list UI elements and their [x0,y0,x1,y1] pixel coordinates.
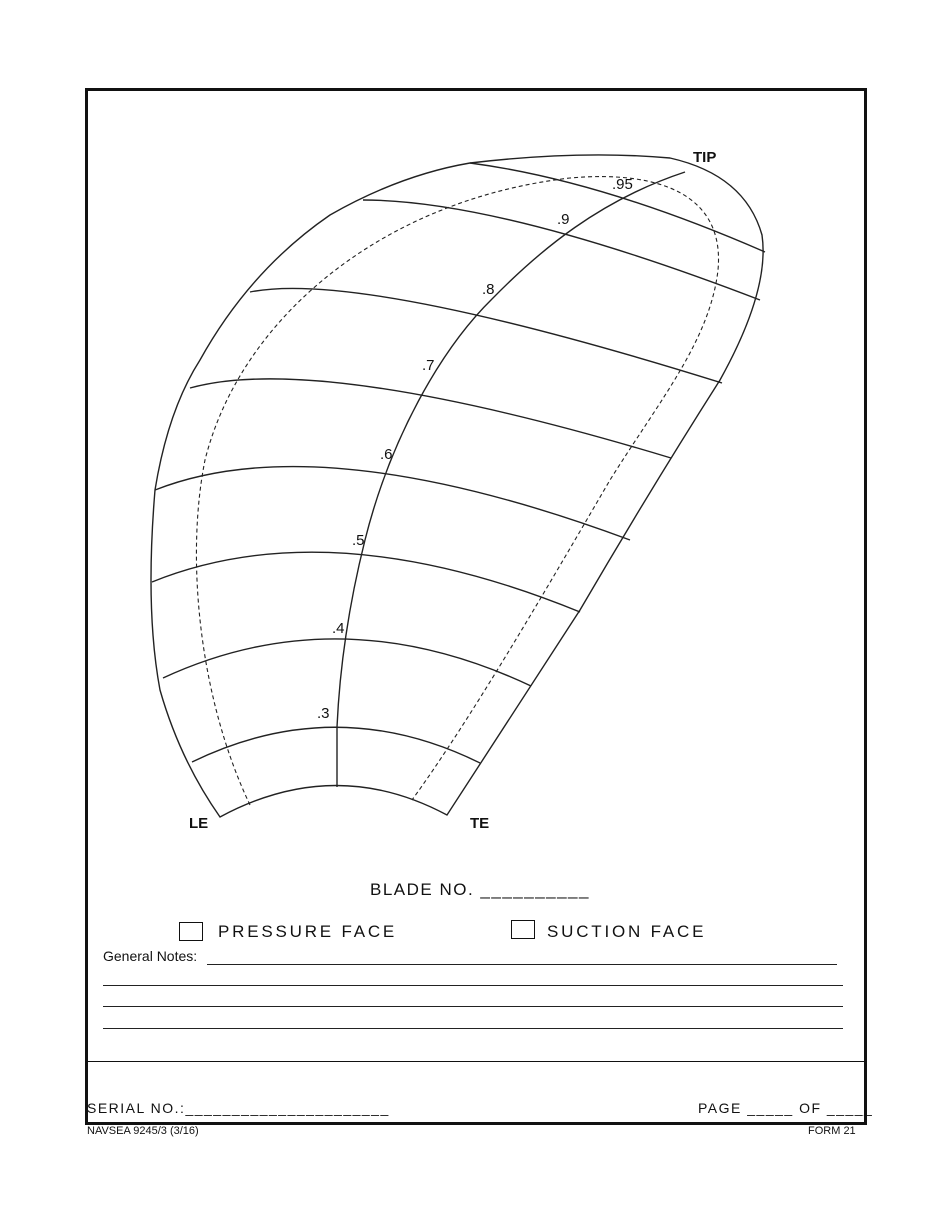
general-notes-line[interactable] [103,1006,843,1007]
suction-face-checkbox[interactable] [511,920,535,939]
general-notes-label: General Notes: [103,948,198,964]
radius-label: .4 [332,620,345,637]
le-label: LE [189,815,208,832]
blade-number-field[interactable]: BLADE NO. __________ [370,880,590,899]
serial-number-field[interactable]: SERIAL NO.:______________________ [87,1100,390,1116]
tip-label: TIP [693,149,716,166]
radius-line-0.4 [162,638,532,687]
pressure-face-label: PRESSURE FACE [218,922,398,941]
form-id: FORM 21 [808,1125,856,1137]
general-notes-line[interactable] [103,1028,843,1029]
blade-outline [150,154,764,818]
radius-label: .7 [422,357,435,374]
mid-chord-line [336,171,686,787]
radius-line-0.5 [151,551,581,613]
general-notes-line[interactable] [103,985,843,986]
radius-line-0.9 [362,199,761,301]
radius-label: .8 [482,281,495,298]
radius-label: .3 [317,705,330,722]
radius-line-0.95 [469,162,766,253]
form-number: NAVSEA 9245/3 (3/16) [87,1125,199,1137]
radius-label: .95 [612,176,633,193]
suction-face-label: SUCTION FACE [547,922,707,941]
radius-label: .9 [557,211,570,228]
radius-line-0.6 [154,465,631,541]
form-border [85,88,867,1125]
te-label: TE [470,815,489,832]
page-number-field[interactable]: PAGE _____ OF _____ [698,1100,874,1116]
radius-line-0.3 [191,726,481,764]
radius-label: .5 [352,532,365,549]
pressure-face-checkbox[interactable] [179,922,203,941]
radius-label: .6 [380,446,393,463]
dashed-inner-line [195,176,720,806]
footer-divider [85,1061,864,1062]
radius-line-0.8 [249,287,723,384]
general-notes-line[interactable] [207,964,837,965]
radius-line-0.7 [189,378,672,459]
